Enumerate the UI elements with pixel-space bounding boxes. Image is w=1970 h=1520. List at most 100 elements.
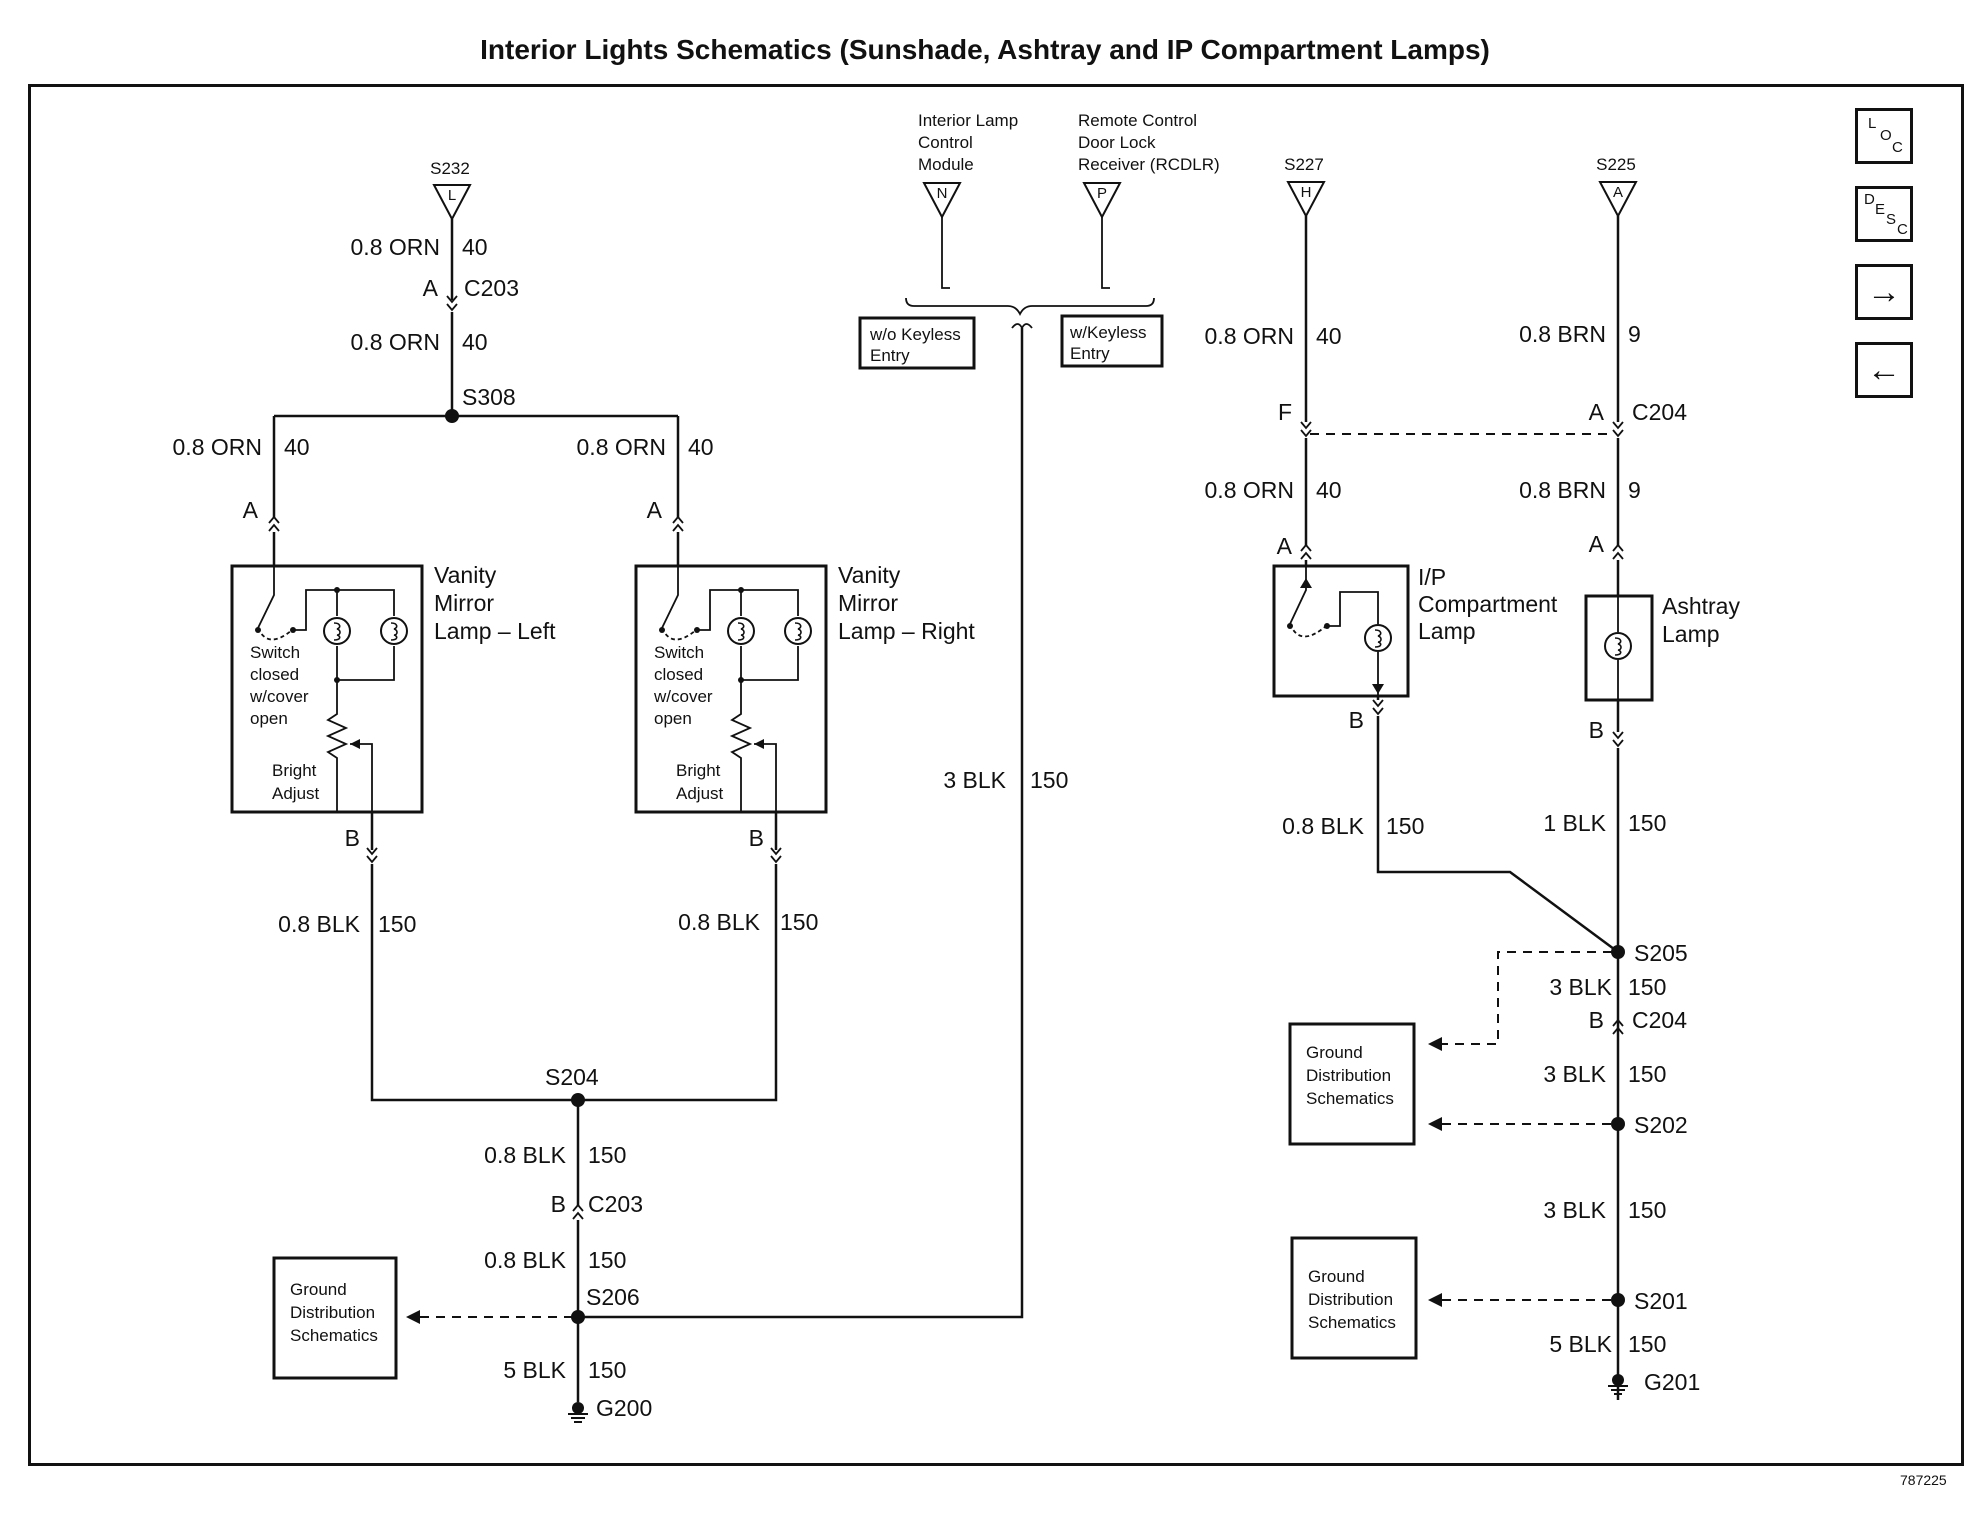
- circuit-150: 150: [1628, 1197, 1666, 1223]
- previous-page-button[interactable]: ←: [1855, 342, 1913, 398]
- wire-label-blk: 5 BLK: [1549, 1331, 1612, 1357]
- pin-b: B: [345, 825, 360, 851]
- wire-label-orn: 0.8 ORN: [173, 434, 262, 460]
- connector-c204: C204: [1632, 399, 1687, 425]
- svg-text:Interior Lamp: Interior Lamp: [918, 111, 1018, 130]
- s205-label: S205: [1634, 940, 1688, 966]
- splice-s201: [1611, 1293, 1625, 1307]
- circuit-40: 40: [284, 434, 310, 460]
- ashtray-lamp: Ashtray Lamp: [1584, 593, 1740, 702]
- wire-label-blk: 1 BLK: [1543, 810, 1606, 836]
- wire-label-orn: 0.8 ORN: [351, 329, 440, 355]
- ground-g200: G200: [596, 1395, 652, 1421]
- svg-text:Vanity: Vanity: [838, 562, 901, 588]
- vanity-mirror-lamp-left: Vanity Mirror Lamp – Left Switch closed …: [230, 562, 556, 814]
- ground-distribution-ref-upper: Ground Distribution Schematics: [1288, 1022, 1416, 1146]
- svg-text:Lamp: Lamp: [1662, 621, 1720, 647]
- circuit-150: 150: [588, 1247, 626, 1273]
- pin-b: B: [1589, 717, 1604, 743]
- svg-text:Adjust: Adjust: [272, 784, 320, 803]
- circuit-150: 150: [1030, 767, 1068, 793]
- svg-text:Mirror: Mirror: [838, 590, 898, 616]
- pin-b: B: [1589, 1007, 1604, 1033]
- circuit-9: 9: [1628, 321, 1641, 347]
- wire-label-blk: 0.8 BLK: [484, 1142, 566, 1168]
- wire-label-orn: 0.8 ORN: [351, 234, 440, 260]
- circuit-150: 150: [1628, 1061, 1666, 1087]
- ground-symbol: [567, 1401, 589, 1423]
- circuit-40: 40: [1316, 323, 1342, 349]
- svg-text:P: P: [1097, 185, 1107, 202]
- wire-label-orn: 0.8 ORN: [1205, 323, 1294, 349]
- svg-text:Remote Control: Remote Control: [1078, 111, 1197, 130]
- svg-text:Ashtray: Ashtray: [1662, 593, 1740, 619]
- pin-a: A: [647, 497, 663, 523]
- ground-g201: G201: [1644, 1369, 1700, 1395]
- svg-text:Adjust: Adjust: [676, 784, 724, 803]
- svg-text:Ground: Ground: [1306, 1043, 1363, 1062]
- circuit-150: 150: [1386, 813, 1424, 839]
- svg-text:I/P: I/P: [1418, 564, 1446, 590]
- circuit-40: 40: [1316, 477, 1342, 503]
- ground-distribution-ref-lower: Ground Distribution Schematics: [1290, 1236, 1418, 1360]
- pin-b: B: [1349, 707, 1364, 733]
- wire-label-blk: 0.8 BLK: [484, 1247, 566, 1273]
- svg-text:Lamp – Right: Lamp – Right: [838, 618, 975, 644]
- svg-text:Distribution: Distribution: [1306, 1066, 1391, 1085]
- arrow-right-icon: →: [1867, 273, 1901, 311]
- svg-text:Distribution: Distribution: [1308, 1290, 1393, 1309]
- connector-c203: C203: [588, 1191, 643, 1217]
- diagram-frame: [28, 84, 1964, 1466]
- remote-control-door-lock-receiver: Remote Control Door Lock Receiver (RCDLR…: [1078, 111, 1220, 218]
- svg-text:open: open: [654, 709, 692, 728]
- svg-text:Lamp: Lamp: [1418, 618, 1476, 644]
- svg-text:Vanity: Vanity: [434, 562, 497, 588]
- wire-label-blk: 3 BLK: [943, 767, 1006, 793]
- pin-a: A: [1277, 533, 1293, 559]
- svg-text:Control: Control: [918, 133, 973, 152]
- option-without-keyless-entry: w/o Keyless Entry: [858, 316, 976, 370]
- circuit-150: 150: [1628, 1331, 1666, 1357]
- wire-label-blk: 5 BLK: [503, 1357, 566, 1383]
- pin-b: B: [551, 1191, 566, 1217]
- svg-text:w/cover: w/cover: [249, 687, 309, 706]
- svg-text:Door Lock: Door Lock: [1078, 133, 1156, 152]
- svg-text:w/o Keyless: w/o Keyless: [869, 325, 961, 344]
- circuit-40: 40: [688, 434, 714, 460]
- wire-label-brn: 0.8 BRN: [1519, 321, 1606, 347]
- circuit-150: 150: [378, 911, 416, 937]
- description-button[interactable]: D E S C: [1855, 186, 1913, 242]
- svg-text:N: N: [937, 185, 948, 202]
- svg-text:w/Keyless: w/Keyless: [1069, 323, 1147, 342]
- svg-text:Schematics: Schematics: [1308, 1313, 1396, 1332]
- svg-text:Module: Module: [918, 155, 974, 174]
- s201-label: S201: [1634, 1288, 1688, 1314]
- wire-label-blk: 0.8 BLK: [678, 909, 760, 935]
- circuit-150: 150: [780, 909, 818, 935]
- svg-text:Lamp – Left: Lamp – Left: [434, 618, 556, 644]
- s202-label: S202: [1634, 1112, 1688, 1138]
- svg-text:S227: S227: [1284, 155, 1324, 174]
- circuit-150: 150: [588, 1142, 626, 1168]
- svg-text:A: A: [1613, 184, 1623, 201]
- pin-a: A: [423, 275, 439, 301]
- svg-text:Entry: Entry: [1070, 344, 1110, 363]
- svg-text:closed: closed: [654, 665, 703, 684]
- ground-distribution-ref-left: Ground Distribution Schematics: [272, 1256, 398, 1380]
- svg-text:Receiver (RCDLR): Receiver (RCDLR): [1078, 155, 1220, 174]
- pin-a: A: [1589, 531, 1605, 557]
- wire-s308-branches: [272, 414, 680, 518]
- next-page-button[interactable]: →: [1855, 264, 1913, 320]
- svg-text:open: open: [250, 709, 288, 728]
- location-button[interactable]: L O C: [1855, 108, 1913, 164]
- page-title: Interior Lights Schematics (Sunshade, As…: [480, 34, 1490, 65]
- wire-label-blk: 3 BLK: [1543, 1197, 1606, 1223]
- arrow-left-icon: ←: [1867, 351, 1901, 389]
- splice-s202: [1611, 1117, 1625, 1131]
- ground-symbol: [1607, 1373, 1629, 1395]
- connector-c203: C203: [464, 275, 519, 301]
- circuit-9: 9: [1628, 477, 1641, 503]
- pin-b: B: [749, 825, 764, 851]
- svg-text:H: H: [1301, 184, 1312, 201]
- circuit-150: 150: [1628, 974, 1666, 1000]
